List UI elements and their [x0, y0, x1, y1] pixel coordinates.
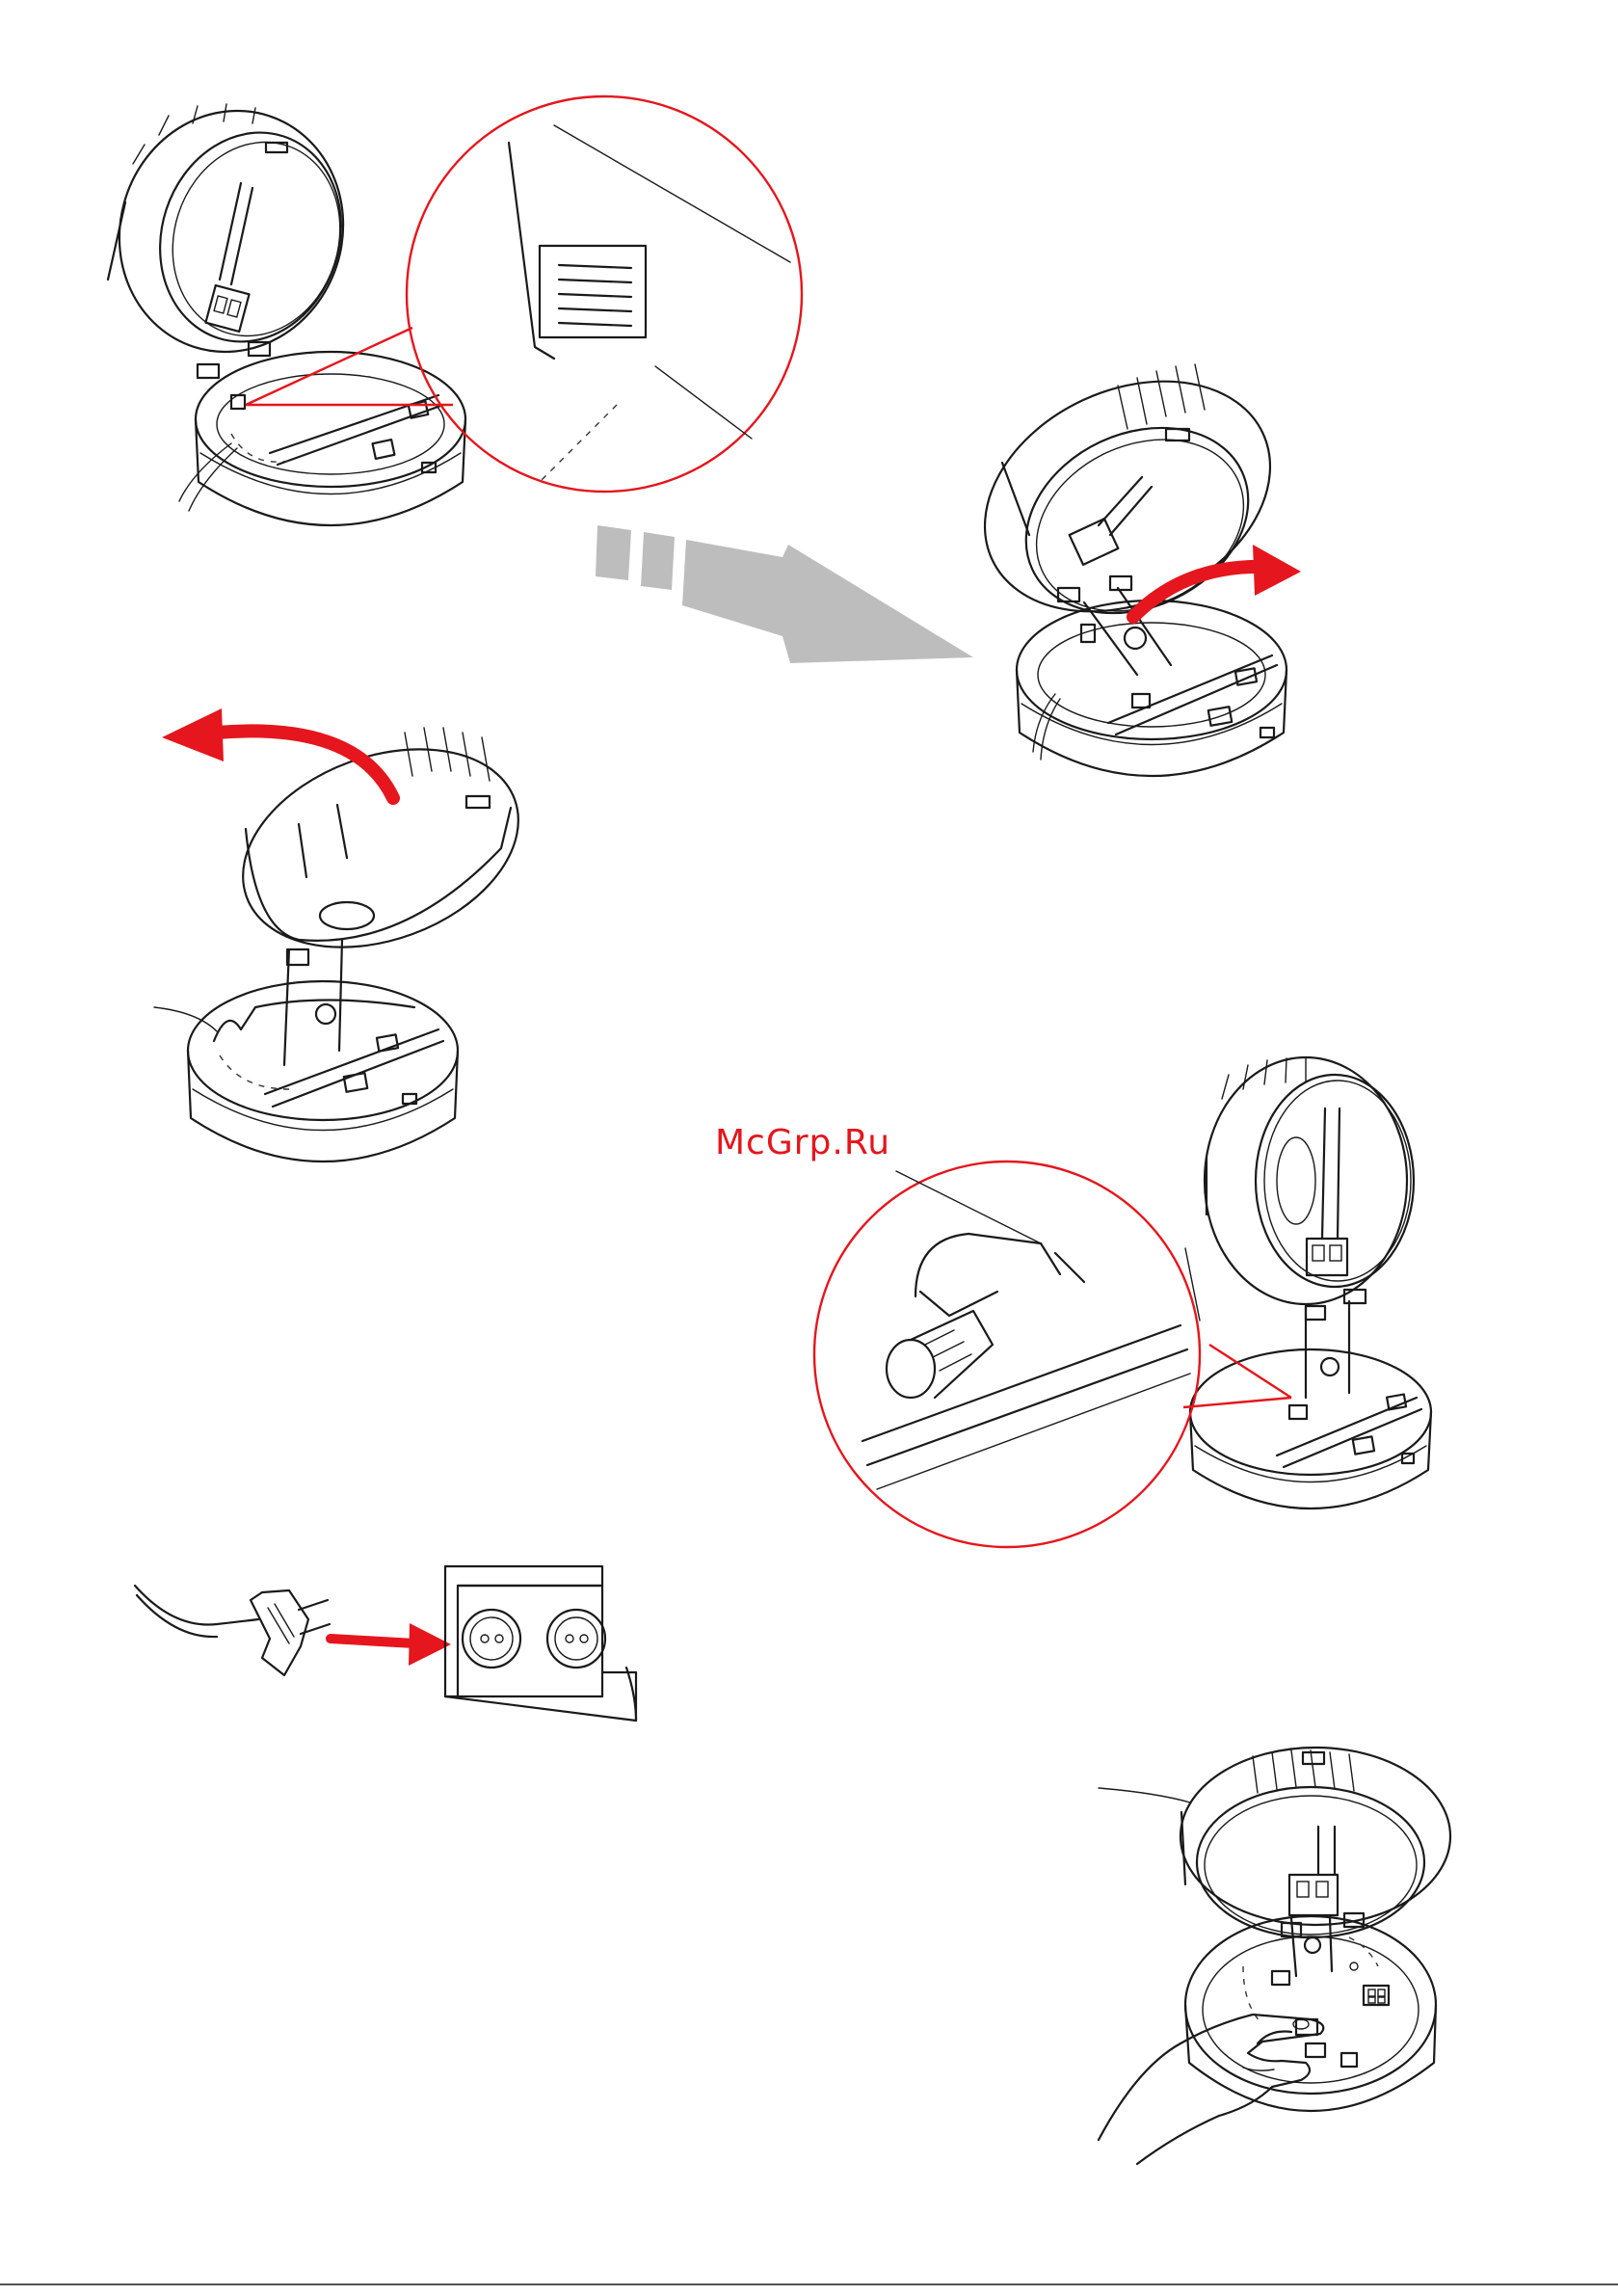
- watermark: McGrp.Ru: [715, 1123, 890, 1162]
- guide-arrow: [596, 525, 973, 663]
- figure-step-5: [135, 1566, 636, 1721]
- lamp-head-6: [1099, 1748, 1450, 1937]
- figure-step-1: [89, 82, 802, 525]
- lamp-base-3: [154, 981, 458, 1161]
- lamp-head-1: [89, 82, 375, 409]
- lamp-head-2: [947, 337, 1308, 655]
- rotate-arrow-3: [162, 708, 393, 798]
- figure-step-3: [154, 708, 546, 1161]
- insert-arrow-5: [331, 1623, 451, 1666]
- lamp-base-6: [1185, 1916, 1436, 2111]
- lamp-base-2: [1017, 601, 1286, 776]
- zoom-detail-4: [862, 1171, 1200, 1489]
- lamp-head-4: [1205, 1057, 1414, 1304]
- lamp-base-4: [1190, 1349, 1431, 1508]
- figure-step-4: [814, 1057, 1431, 1547]
- figure-step-6: [1099, 1748, 1450, 2164]
- plug-icon: [135, 1586, 330, 1675]
- zoom-circle-4: [814, 1161, 1200, 1547]
- figure-step-2: [947, 337, 1308, 776]
- lamp-base-1: [179, 352, 465, 525]
- socket-icon: [445, 1566, 636, 1721]
- lamp-head-3: [215, 713, 545, 983]
